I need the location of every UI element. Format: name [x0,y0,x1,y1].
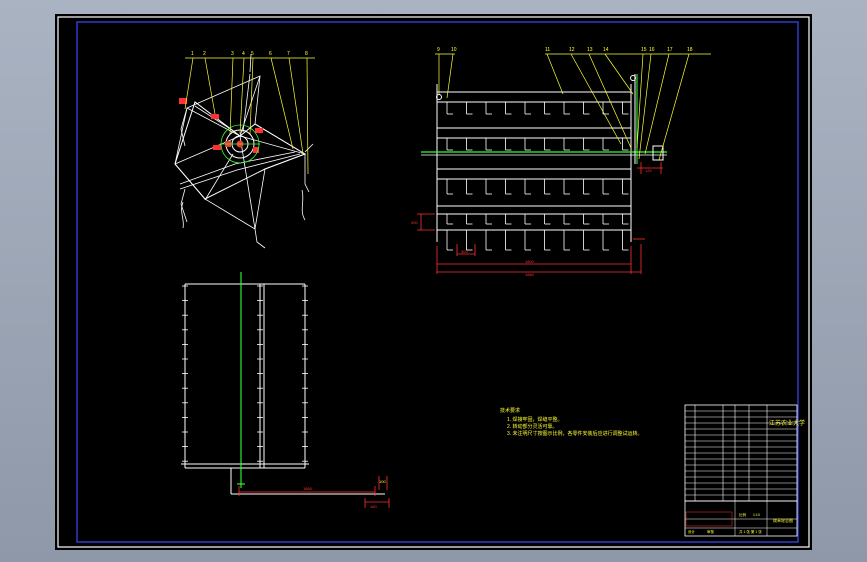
dim-inner-length: 1800 [525,259,535,264]
balloon-7: 7 [287,51,290,57]
balloon-4: 4 [242,51,245,57]
balloon-9: 9 [437,47,440,53]
checker-label: 审核 [707,529,715,534]
outer-frame [57,16,810,548]
plan-tine-marks [182,285,308,462]
school-name: 江苏农业大学 [769,419,805,427]
technical-notes: 技术要求 1. 焊接牢固，焊缝平整。 2. 转动部分灵活可靠。 3. 未注明尺寸… [500,407,643,437]
balloons-top-left: 1 2 3 4 5 6 7 8 [191,51,308,57]
drawing-sheet: 1 2 3 4 5 6 7 8 [55,14,812,550]
tech-note-3: 3. 未注明尺寸按图示比例，各零件安装后应进行调整试运转。 [507,430,643,437]
tech-note-2: 2. 转动部分灵活可靠。 [507,423,558,430]
leaders-top-right [435,53,711,161]
balloon-1: 1 [191,51,194,57]
balloon-14: 14 [603,47,609,53]
balloon-2: 2 [203,51,206,57]
balloon-17: 17 [667,47,673,53]
dim-height: 300 [411,220,418,225]
side-view-dim-text: 1800 1880 300 300 120 [411,168,652,277]
balloon-12: 12 [569,47,575,53]
balloon-5: 5 [251,51,254,57]
dim-overall-length: 1880 [525,272,535,277]
reel-side-view [436,84,632,242]
plan-centerlines [237,272,245,488]
balloon-18: 18 [687,47,693,53]
leaders-top-left [184,57,315,175]
balloon-10: 10 [451,47,457,53]
balloon-15: 15 [641,47,647,53]
dim-plan-offset: 160 [370,504,377,509]
reel-plan-view [181,283,385,495]
designer-label: 设计 [688,529,696,534]
inner-frame [76,21,799,543]
plan-view-dimensions [238,476,390,508]
sheet-count: 共 1 张 第 1 张 [739,529,762,534]
tine-rows [446,102,629,251]
balloon-3: 3 [231,51,234,57]
parts-list [684,404,798,502]
dim-plan-length: 1860 [303,486,313,491]
balloon-16: 16 [649,47,655,53]
reel-end-view [174,53,314,249]
cad-drawing: 1 2 3 4 5 6 7 8 [57,16,810,548]
balloon-13: 13 [587,47,593,53]
tech-note-1: 1. 焊接牢固，焊缝平整。 [507,416,563,423]
tech-notes-heading: 技术要求 [500,407,520,414]
drawing-name: 拨禾轮总图 [773,517,793,523]
title-block: 江苏农业大学 拨禾轮总图 共 1 张 第 1 张 设计 审核 比例 1:10 [684,419,805,537]
dim-shaft-offset: 120 [645,168,652,173]
side-view-dimensions [417,162,663,274]
balloons-top-right: 9 10 11 12 13 14 15 16 17 18 [437,47,693,53]
dim-section-width: 300 [461,249,468,254]
dim-plan-end: 100 [379,479,386,484]
balloon-6: 6 [269,51,272,57]
balloon-11: 11 [545,47,550,53]
scale-label: 比例 [739,512,747,517]
scale-value: 1:10 [753,513,760,517]
balloon-8: 8 [305,51,308,57]
main-shaft [421,74,667,164]
plan-dim-text: 1860 160 [303,486,377,509]
